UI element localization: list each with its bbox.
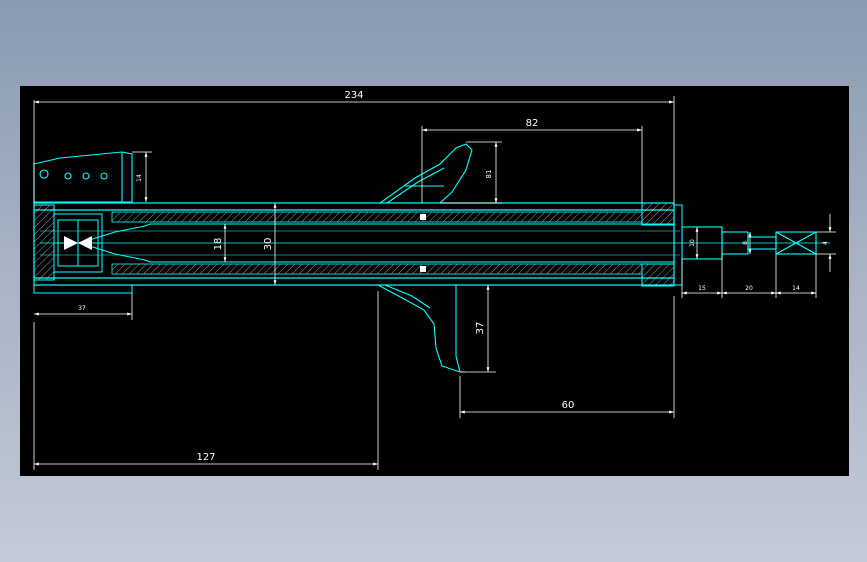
rod-end [681,226,817,260]
spring-seat [377,284,465,373]
dim-spring-seat-height: 37 [475,322,486,335]
seal-cap [641,202,683,287]
dim-lower-eye-offset: 37 [78,305,86,312]
dim-flat-width: 4 [822,241,829,245]
mounting-bracket [33,151,133,203]
dim-spring-seat-offset: 60 [562,400,575,411]
dim-rod-step-3: 14 [792,285,800,292]
dim-bracket-width: 14 [136,174,143,182]
dim-bracket-height: 81 [485,170,493,179]
valve-assembly [33,204,133,294]
dim-outer-diameter: 30 [263,238,274,251]
upper-mount-ear [379,143,473,204]
dim-rod-step-2: 20 [745,285,753,292]
dim-rod-step-1: 15 [698,285,706,292]
drawing-viewport[interactable]: 234 82 81 14 18 30 37 37 60 127 15 20 14… [20,86,849,476]
dim-rod-diameter: 10 [689,239,696,247]
dim-overall-length: 234 [344,90,363,101]
shock-absorber-drawing: 234 82 81 14 18 30 37 37 60 127 15 20 14… [33,90,836,470]
dim-mount-span: 82 [526,118,539,129]
dim-inner-diameter: 18 [213,238,224,251]
dim-thread-diameter: 8 [742,241,749,245]
dim-lower-length: 127 [196,452,215,463]
piston-rod [40,223,830,263]
